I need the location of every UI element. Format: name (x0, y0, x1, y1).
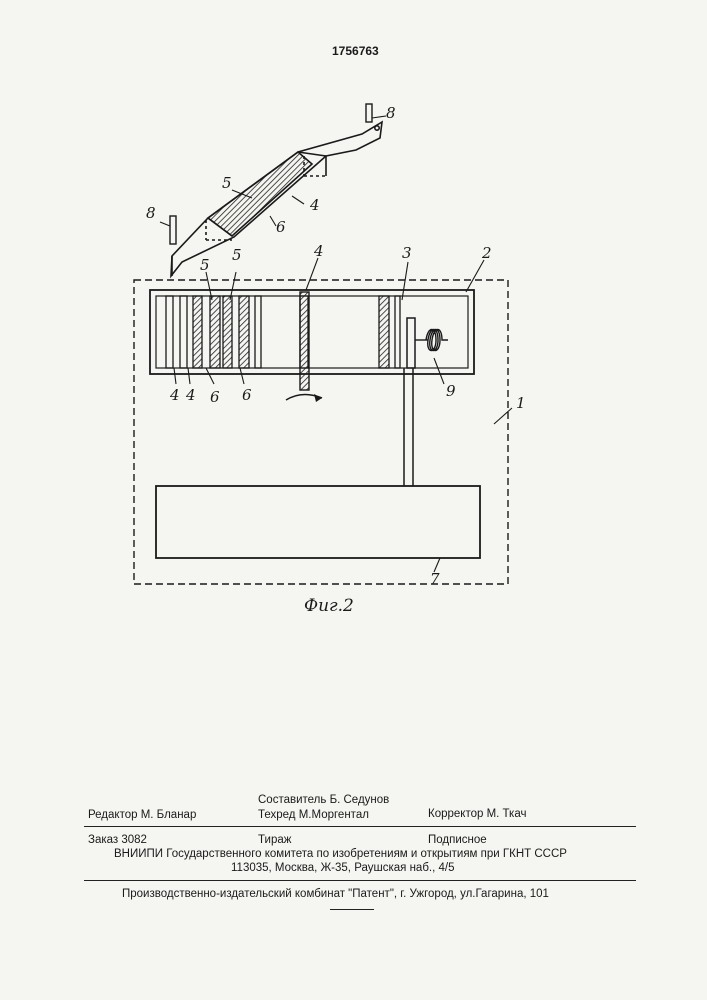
label-2: 2 (482, 244, 492, 262)
label-5-b: 5 (232, 246, 242, 264)
label-4-a: 4 (170, 386, 180, 404)
label-5-a: 5 (200, 256, 210, 274)
arrowhead-icon (314, 394, 322, 402)
label-7: 7 (430, 570, 440, 588)
pusher (407, 318, 415, 368)
label-4-mid: 4 (314, 242, 324, 260)
rule-bottom (84, 880, 636, 881)
corrector-line: Корректор М. Ткач (428, 808, 526, 820)
plate-stack (166, 296, 400, 368)
label-3: 3 (402, 244, 412, 262)
address-line: 113035, Москва, Ж-35, Раушская наб., 4/5 (231, 862, 454, 874)
rule-short (330, 909, 374, 910)
label-6-a: 6 (210, 388, 220, 406)
label-5-top: 5 (222, 174, 232, 192)
subscription-line: Подписное (428, 834, 487, 846)
editor-line: Редактор М. Бланар (88, 809, 196, 821)
publisher-line: Производственно-издательский комбинат "П… (122, 888, 549, 900)
rotating-plate (300, 292, 309, 390)
compiler-line: Составитель Б. Седунов (258, 794, 389, 806)
label-4-top: 4 (310, 196, 320, 214)
label-8-top: 8 (386, 104, 396, 122)
label-6-b: 6 (242, 386, 252, 404)
label-9: 9 (446, 382, 456, 400)
org-line: ВНИИПИ Государственного комитета по изоб… (114, 848, 567, 860)
stop-pin-top (366, 104, 372, 122)
enclosure-outline (134, 280, 508, 584)
pivot-arm (171, 122, 382, 276)
label-8-left: 8 (146, 204, 156, 222)
rule-top (84, 826, 636, 827)
label-1: 1 (516, 394, 526, 412)
circulation-line: Тираж (258, 834, 291, 846)
drive-block (156, 486, 480, 558)
stop-pin-left (170, 216, 176, 244)
spring (426, 330, 448, 351)
label-4-b: 4 (186, 386, 196, 404)
label-6-top: 6 (276, 218, 286, 236)
housing-inner (156, 296, 468, 368)
techred-line: Техред М.Моргентал (258, 809, 369, 821)
order-line: Заказ 3082 (88, 834, 147, 846)
figure-caption: Фиг.2 (304, 596, 354, 616)
